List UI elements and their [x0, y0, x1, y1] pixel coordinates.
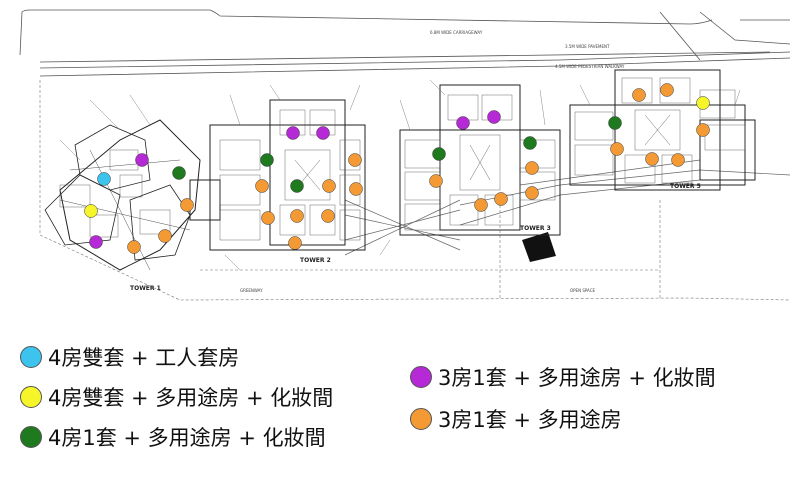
- unit-marker-orange: [158, 229, 172, 243]
- unit-marker-orange: [321, 209, 335, 223]
- tower-2-detail: [219, 109, 361, 241]
- unit-marker-orange: [429, 174, 443, 188]
- unit-marker-orange: [290, 209, 304, 223]
- unit-marker-purple: [487, 110, 501, 124]
- unit-marker-orange: [610, 142, 624, 156]
- legend-label-cyan: 4房雙套 + 工人套房: [48, 346, 240, 370]
- legend-item-cyan: 4房雙套 + 工人套房: [20, 342, 239, 372]
- unit-marker-orange: [349, 182, 363, 196]
- unit-marker-purple: [456, 116, 470, 130]
- walkway-label: 4.5M WIDE PEDESTRIAN WALKWAY: [555, 64, 625, 69]
- site-plan: 6.8M WIDE CARRIAGEWAY 3.5M WIDE PAVEMENT…: [19, 9, 791, 301]
- legend-label-purple: 3房1套 + 多用途房 + 化妝間: [438, 366, 716, 390]
- tower-1-label: TOWER 1: [130, 285, 161, 292]
- site-boundary: [39, 80, 791, 301]
- unit-marker-orange: [322, 179, 336, 193]
- unit-marker-green: [432, 147, 446, 161]
- unit-marker-orange: [671, 153, 685, 167]
- tower-5-label: TOWER 5: [670, 183, 701, 190]
- green-dot-icon: [20, 426, 42, 448]
- black-block: [522, 232, 556, 262]
- unit-marker-purple: [286, 126, 300, 140]
- yellow-dot-icon: [20, 386, 42, 408]
- orange-dot-icon: [410, 408, 432, 430]
- road-lines: [19, 9, 791, 77]
- unit-marker-orange: [645, 152, 659, 166]
- legend: 4房雙套 + 工人套房 4房雙套 + 多用途房 + 化妝間 4房1套 + 多用途…: [0, 330, 800, 480]
- tower-2-block: [189, 99, 366, 251]
- tower-1-block: [44, 119, 201, 271]
- tower-2-label: TOWER 2: [300, 257, 331, 264]
- tower-3-label: TOWER 3: [520, 225, 551, 232]
- unit-marker-orange: [525, 161, 539, 175]
- unit-marker-green: [608, 116, 622, 130]
- legend-label-yellow: 4房雙套 + 多用途房 + 化妝間: [48, 386, 334, 410]
- legend-label-green: 4房1套 + 多用途房 + 化妝間: [48, 426, 326, 450]
- unit-marker-orange: [348, 153, 362, 167]
- unit-marker-green: [290, 179, 304, 193]
- unit-marker-yellow: [696, 96, 710, 110]
- unit-marker-green: [523, 136, 537, 150]
- unit-marker-yellow: [84, 204, 98, 218]
- purple-dot-icon: [410, 366, 432, 388]
- unit-markers: [84, 83, 710, 254]
- unit-marker-orange: [632, 88, 646, 102]
- unit-marker-orange: [261, 211, 275, 225]
- tower-3-block: [399, 84, 561, 236]
- unit-marker-orange: [255, 179, 269, 193]
- unit-marker-purple: [89, 235, 103, 249]
- cyan-dot-icon: [20, 346, 42, 368]
- unit-marker-orange: [494, 192, 508, 206]
- legend-item-green: 4房1套 + 多用途房 + 化妝間: [20, 422, 326, 452]
- unit-marker-green: [260, 153, 274, 167]
- site-plan-drawing: 6.8M WIDE CARRIAGEWAY 3.5M WIDE PAVEMENT…: [19, 9, 791, 301]
- road-label: 6.8M WIDE CARRIAGEWAY: [430, 30, 483, 35]
- unit-marker-orange: [288, 236, 302, 250]
- legend-item-orange: 3房1套 + 多用途房: [410, 404, 622, 434]
- pavement-label: 3.5M WIDE PAVEMENT: [565, 44, 610, 49]
- unit-marker-orange: [696, 123, 710, 137]
- unit-marker-green: [172, 166, 186, 180]
- legend-label-orange: 3房1套 + 多用途房: [438, 408, 622, 432]
- area-label-open-space: OPEN SPACE: [570, 288, 596, 293]
- unit-marker-purple: [135, 153, 149, 167]
- crossing-lines: [344, 159, 791, 256]
- tower-1-detail: [59, 149, 171, 238]
- callout-lines: [59, 79, 741, 271]
- unit-marker-orange: [525, 186, 539, 200]
- legend-item-purple: 3房1套 + 多用途房 + 化妝間: [410, 362, 716, 392]
- unit-marker-orange: [127, 240, 141, 254]
- unit-marker-orange: [474, 198, 488, 212]
- legend-item-yellow: 4房雙套 + 多用途房 + 化妝間: [20, 382, 333, 412]
- unit-marker-purple: [316, 126, 330, 140]
- unit-marker-cyan: [97, 172, 111, 186]
- unit-marker-orange: [660, 83, 674, 97]
- unit-marker-orange: [180, 198, 194, 212]
- area-label-greenway: GREENWAY: [240, 288, 263, 293]
